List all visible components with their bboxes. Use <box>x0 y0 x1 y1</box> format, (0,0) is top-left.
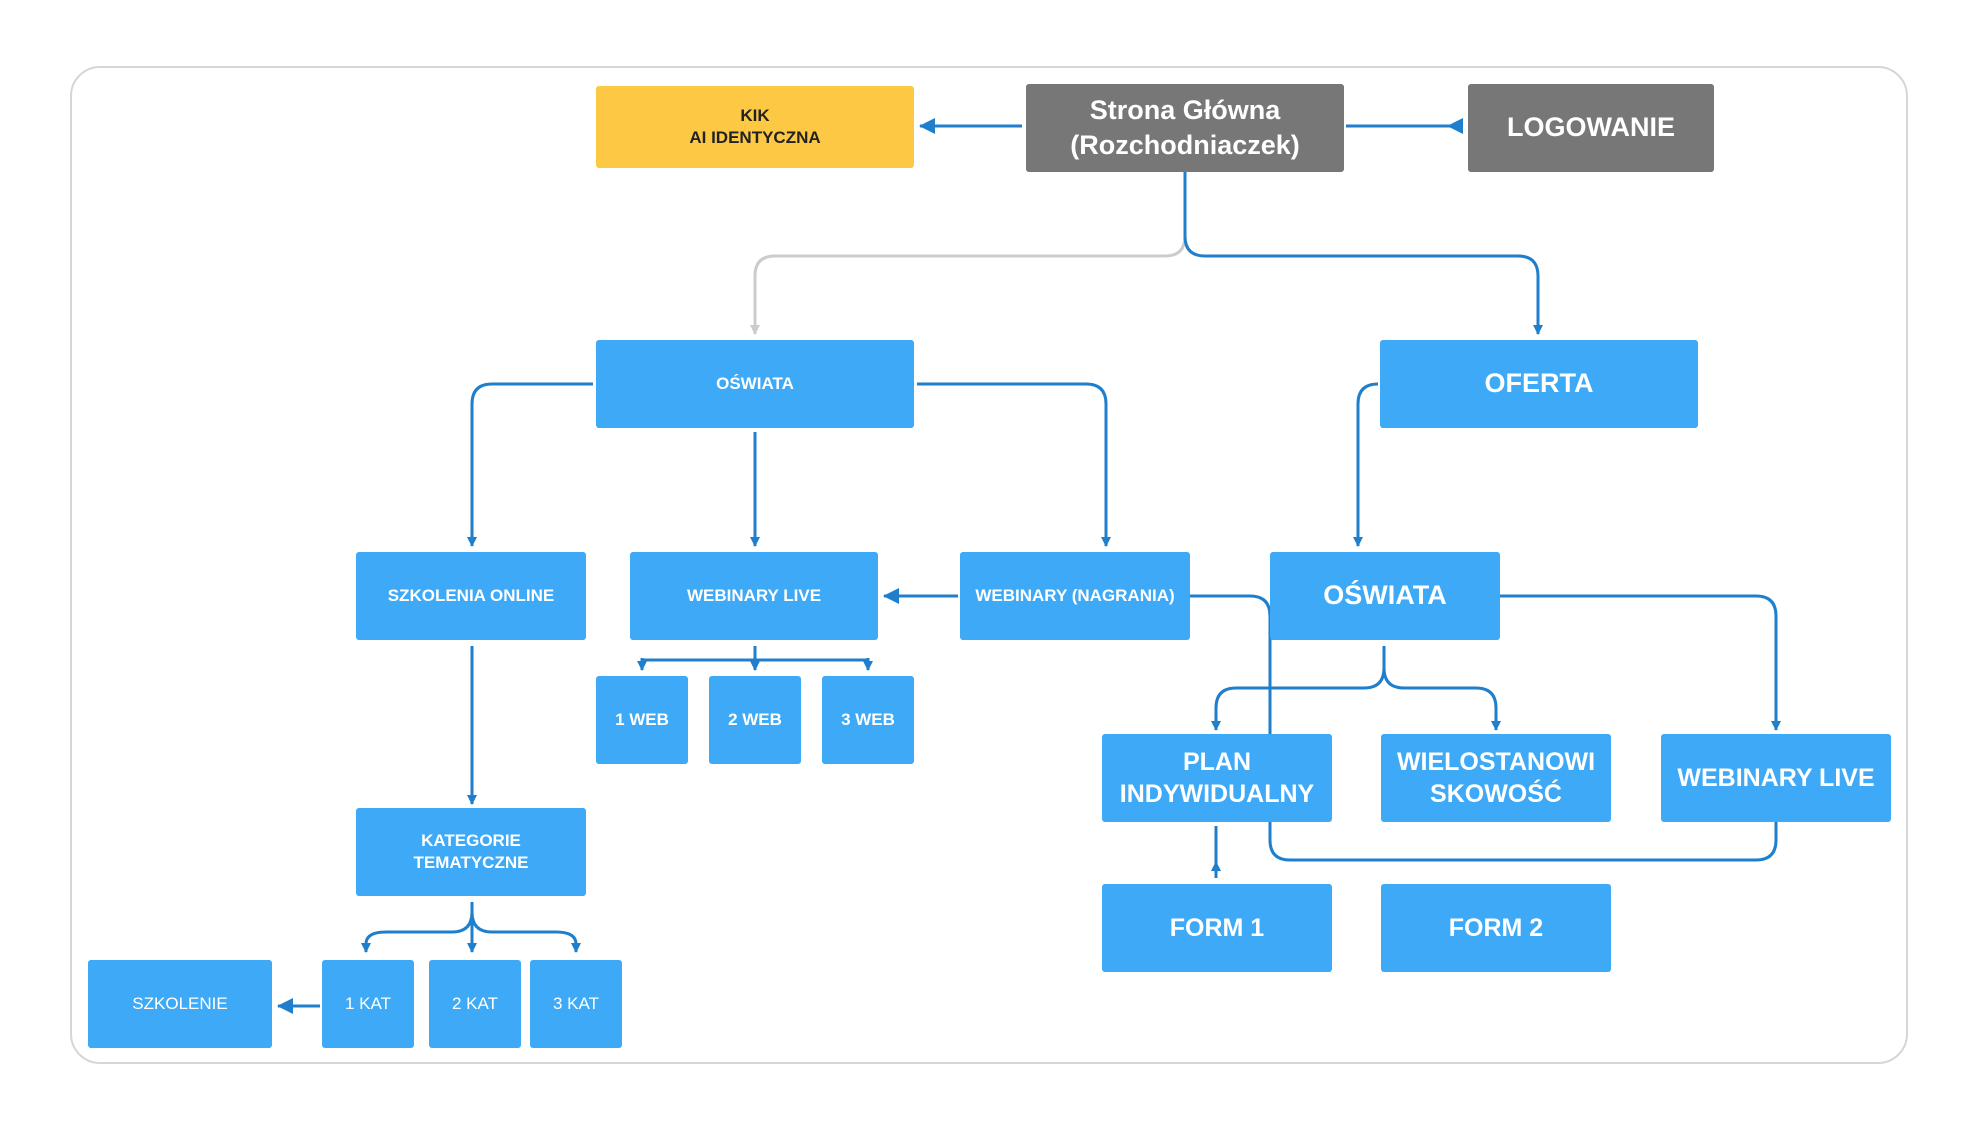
node-wielostanowiskowosc: WIELOSTANOWI SKOWOŚĆ <box>1381 734 1611 822</box>
node-kategorie-tematyczne: KATEGORIE TEMATYCZNE <box>356 808 586 896</box>
edge-oswiata-wielo <box>1382 646 1501 731</box>
node-szkolenie: SZKOLENIE <box>88 960 272 1048</box>
node-webinary-live-2: WEBINARY LIVE <box>1661 734 1891 822</box>
edge-home-oswiata <box>750 172 1187 335</box>
node-webinary-nagrania: WEBINARY (NAGRANIA) <box>960 552 1190 640</box>
edge-oswiata-live2 <box>1498 594 1781 731</box>
node-web3: 3 WEB <box>822 676 914 764</box>
node-form2: FORM 2 <box>1381 884 1611 972</box>
node-web2: 2 WEB <box>709 676 801 764</box>
node-form1: FORM 1 <box>1102 884 1332 972</box>
edge-oswiata-plan <box>1211 646 1386 731</box>
edge-oswiata-szkolenia <box>467 382 593 547</box>
edge-kategorie-kat3 <box>470 902 581 953</box>
node-kik: KIK AI IDENTYCZNA <box>596 86 914 168</box>
edge-kategorie-kat1 <box>361 902 474 953</box>
edge-oferta-oswiata <box>1353 382 1379 547</box>
node-plan-indywidualny: PLAN INDYWIDUALNY <box>1102 734 1332 822</box>
node-oferta: OFERTA <box>1380 340 1698 428</box>
node-kat1: 1 KAT <box>322 960 414 1048</box>
node-home: Strona Główna (Rozchodniaczek) <box>1026 84 1344 172</box>
node-webinary-live-1: WEBINARY LIVE <box>630 552 878 640</box>
node-oswiata-top: OŚWIATA <box>596 340 914 428</box>
edge-nagrania-loop <box>1188 594 1778 862</box>
node-web1: 1 WEB <box>596 676 688 764</box>
edge-home-oferta <box>1183 172 1543 335</box>
node-oswiata-oferta: OŚWIATA <box>1270 552 1500 640</box>
node-szkolenia-online: SZKOLENIA ONLINE <box>356 552 586 640</box>
node-kat3: 3 KAT <box>530 960 622 1048</box>
edge-oswiata-nagrania <box>917 382 1111 547</box>
node-kat2: 2 KAT <box>429 960 521 1048</box>
node-login: LOGOWANIE <box>1468 84 1714 172</box>
